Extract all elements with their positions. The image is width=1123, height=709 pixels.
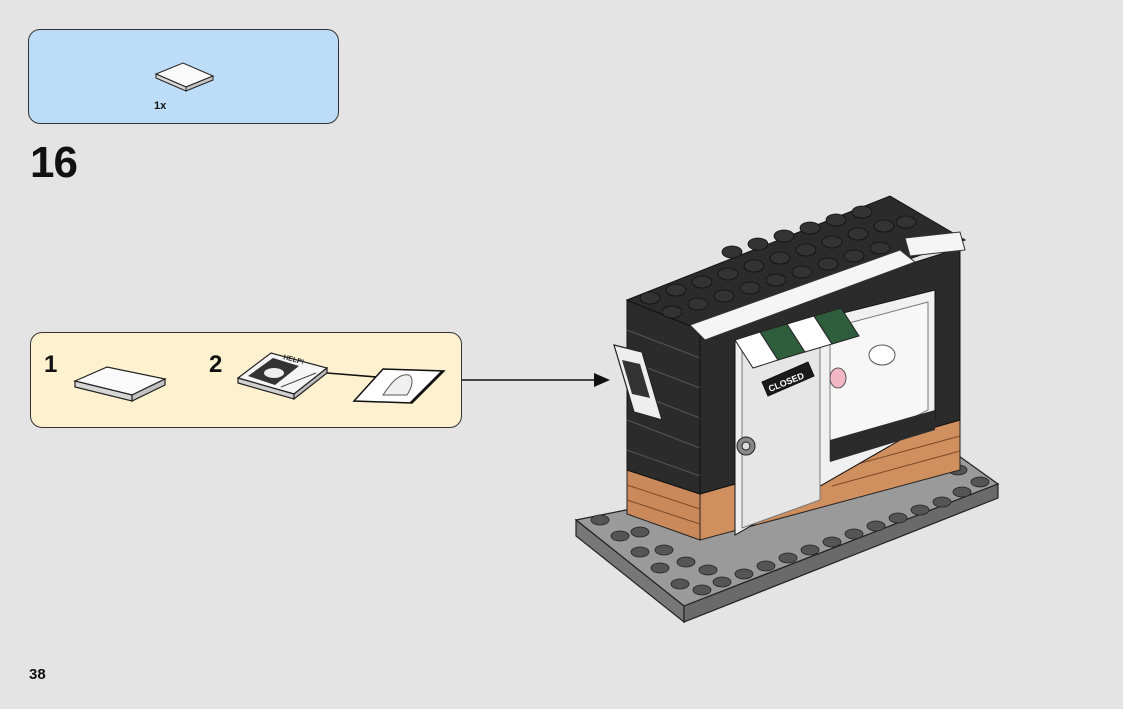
page-number: 38 [29, 666, 46, 683]
sticker-icon [352, 368, 446, 404]
shop-model-illustration: CLOSED [574, 195, 1000, 624]
sub-step-1-number: 1 [44, 351, 58, 378]
step-number: 16 [30, 138, 78, 187]
roof [625, 195, 967, 341]
printed-tile-icon: HELP! [236, 352, 329, 401]
sub-step-2-number: 2 [209, 351, 223, 378]
white-tile-icon [73, 366, 167, 402]
sub-steps-callout: 1 2 HELP! [30, 332, 462, 428]
sub-steps-illustration: HELP! [73, 352, 446, 404]
part-quantity: 1x [154, 100, 167, 112]
awning [734, 307, 860, 369]
arrow-icon [462, 373, 610, 387]
parts-callout: 1x [28, 29, 339, 124]
white-tile-icon [154, 62, 215, 92]
side-sign [613, 344, 663, 421]
